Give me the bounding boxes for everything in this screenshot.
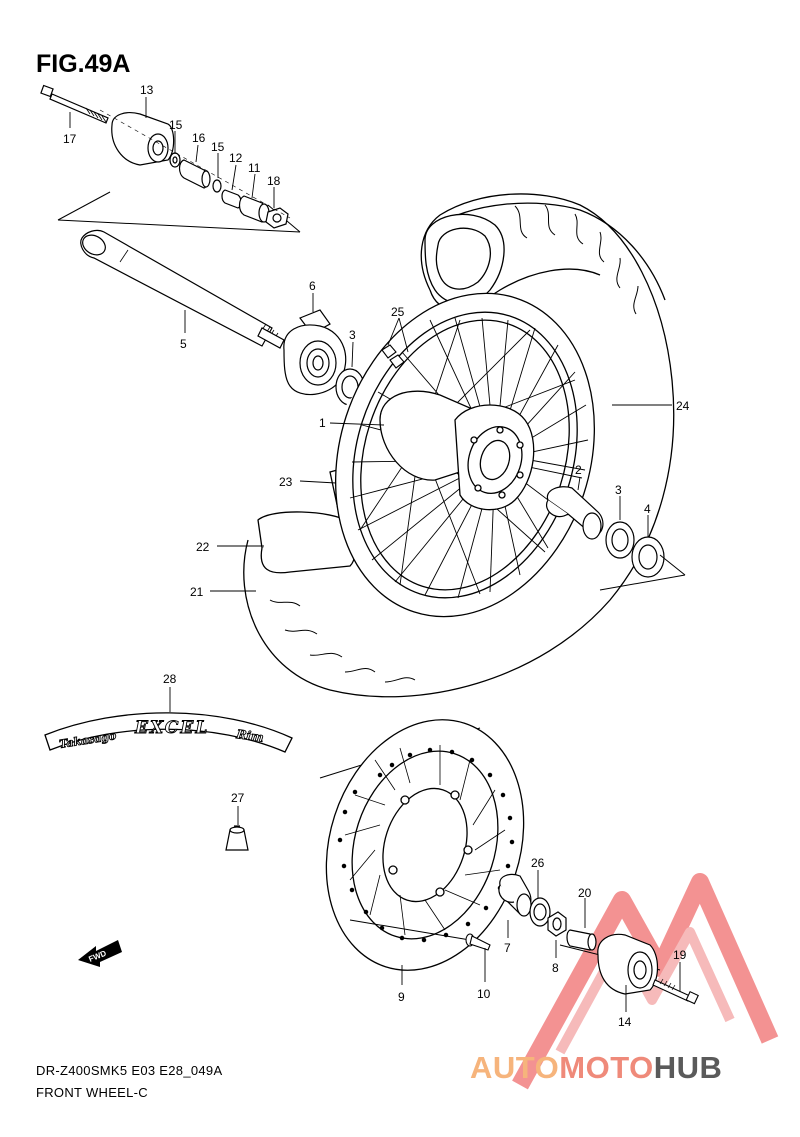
callout-2: 2: [575, 463, 582, 477]
washer-15b: [212, 179, 222, 193]
callout-12: 12: [229, 151, 243, 165]
callout-8: 8: [552, 961, 559, 975]
callout-1: 1: [319, 416, 326, 430]
callout-13: 13: [140, 83, 154, 97]
watermark-triangle-logo: [512, 873, 779, 1090]
callout-18: 18: [267, 174, 281, 188]
callout-6: 6: [309, 279, 316, 293]
model-code: DR-Z400SMK5 E03 E28_049A: [36, 1063, 223, 1078]
figure-title: FIG.49A: [36, 50, 131, 78]
callout-24: 24: [676, 399, 690, 413]
axle-holder: [111, 112, 175, 166]
callout-7: 7: [504, 941, 511, 955]
rim-decal-suffix: Rim: [235, 727, 265, 745]
leader-lines: [69, 97, 681, 1012]
callout-14: 14: [618, 1015, 632, 1029]
valve-cap: [225, 825, 249, 851]
disc-side-hardware: [498, 873, 661, 971]
watermark-moto: MOTO: [559, 1050, 654, 1085]
disc-bolt: [465, 933, 491, 951]
right-side-bearings: [546, 486, 686, 591]
callout-numbers: 13 17 15 16 15 12 11 18 6 25 5 3 24 1 2 …: [63, 83, 690, 1029]
axle-pinch-bolt: [40, 84, 109, 124]
brake-disc: [319, 719, 525, 971]
callout-23: 23: [279, 475, 293, 489]
axle-holder-right: [597, 933, 659, 995]
callout-3-a: 3: [349, 328, 356, 342]
wheel-hub: [379, 390, 535, 511]
pinch-bolt-right: [652, 978, 699, 1005]
callout-15-a: 15: [169, 118, 183, 132]
callout-27: 27: [231, 791, 245, 805]
rim-lock-nuts: [381, 344, 405, 369]
watermark-auto: AUTO: [470, 1050, 560, 1085]
callout-26: 26: [531, 856, 545, 870]
forward-direction-badge: FWD: [78, 940, 122, 967]
callout-25: 25: [391, 305, 405, 319]
rim-decal: Takasago EXCEL Rim: [44, 712, 293, 753]
callout-5: 5: [180, 337, 187, 351]
watermark-wordmark: AUTOMOTOHUB: [470, 1050, 722, 1086]
watermark-hub: HUB: [653, 1050, 723, 1085]
callout-16: 16: [192, 131, 206, 145]
front-axle: [80, 229, 285, 349]
axle-hardware-group: [40, 84, 301, 233]
speedometer-gearbox: [283, 309, 347, 396]
front-tire-assembly: [243, 193, 675, 698]
rim-decal-model: EXCEL: [134, 718, 209, 738]
callout-21: 21: [190, 585, 204, 599]
callout-10: 10: [477, 987, 491, 1001]
callout-22: 22: [196, 540, 210, 554]
callout-3-b: 3: [615, 483, 622, 497]
figure-name: FRONT WHEEL-C: [36, 1085, 148, 1100]
callout-20: 20: [578, 886, 592, 900]
callout-28: 28: [163, 672, 177, 686]
callout-9: 9: [398, 990, 405, 1004]
collar-12: [221, 189, 242, 209]
callout-17: 17: [63, 132, 77, 146]
callout-15-b: 15: [211, 140, 225, 154]
tire-tread: [269, 204, 639, 683]
callout-19: 19: [673, 948, 687, 962]
callout-11: 11: [248, 161, 261, 175]
callout-4: 4: [644, 502, 651, 516]
